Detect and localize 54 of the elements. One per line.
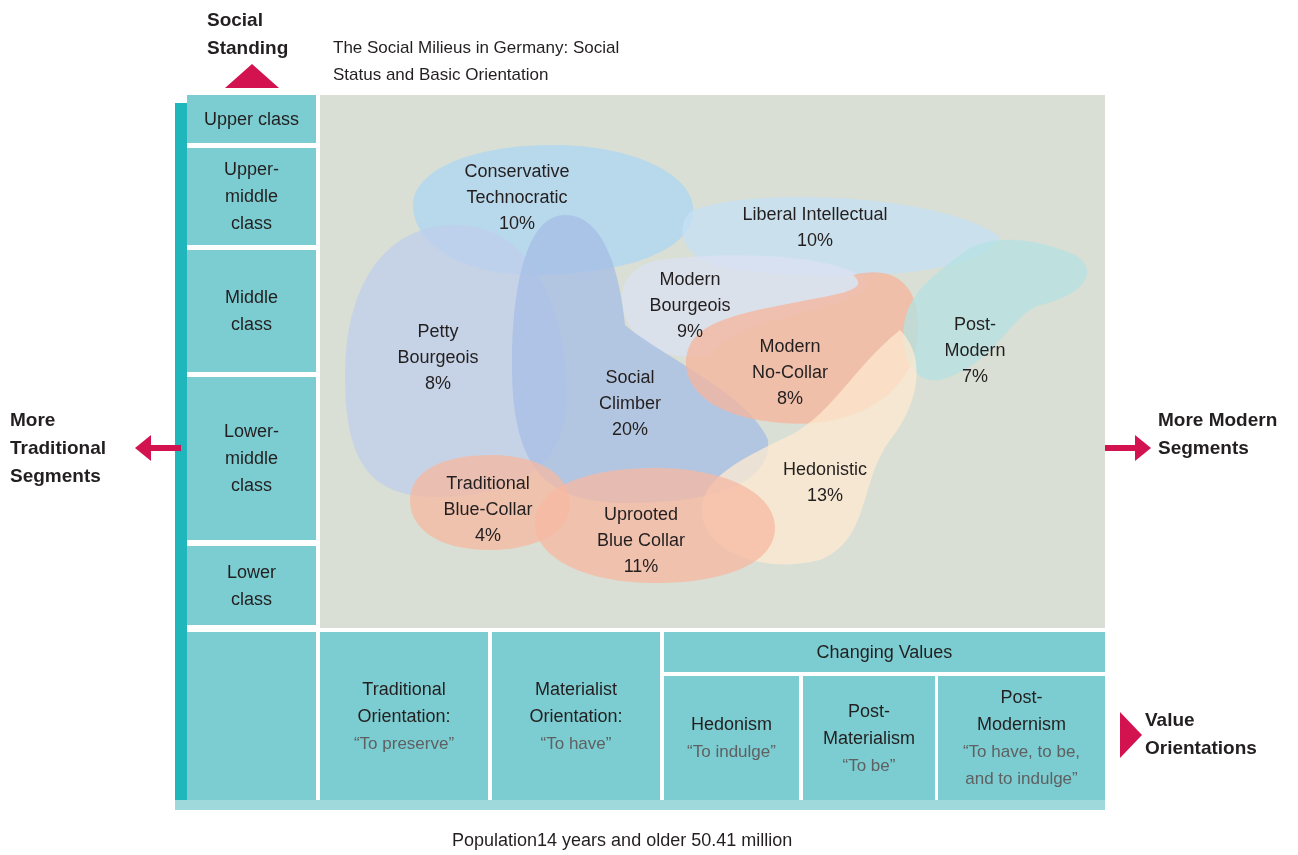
share-value: 8% <box>425 372 451 395</box>
class-panel <box>187 377 316 540</box>
share-value: 4% <box>475 524 501 547</box>
axis-label: More Modern Segments <box>1158 408 1279 460</box>
orientation-label: Hedonism <box>690 713 772 736</box>
milieu-label: Post-Modern <box>943 313 1007 362</box>
class-label: Upper-middle class <box>223 158 280 235</box>
orientation-panel <box>492 632 660 800</box>
share-value: 10% <box>499 212 535 235</box>
orientation-panel <box>664 676 799 800</box>
class-panel <box>187 250 316 372</box>
share-value: 20% <box>612 418 648 441</box>
class-label: Lower class <box>226 560 277 611</box>
share-value: 7% <box>962 365 988 388</box>
milieu-label: Conservative Technocratic <box>463 160 571 209</box>
orientation-label: Traditional Orientation: <box>356 677 452 728</box>
orientation-panel <box>803 676 935 800</box>
axis-label: More Traditional Segments <box>10 408 108 488</box>
share-value: 10% <box>797 229 833 252</box>
axis-label: Value Orientations <box>1145 708 1258 760</box>
class-panel <box>187 148 316 245</box>
orientation-panel <box>938 676 1105 800</box>
class-panel <box>187 95 316 143</box>
motto-text: “To have, to be, and to indulge” <box>961 741 1082 790</box>
milieu-label: Traditional Blue-Collar <box>442 472 534 521</box>
class-panel <box>187 546 316 625</box>
milieu-label: Petty Bourgeois <box>396 320 480 369</box>
orientation-label: Post-Modernism <box>976 686 1067 736</box>
diagram-caption: Population14 years and older 50.41 million <box>452 830 793 851</box>
class-label: Upper class <box>203 107 299 131</box>
empty-panel <box>187 632 316 800</box>
orientation-label: Materialist Orientation: <box>528 677 624 728</box>
share-value: 8% <box>777 387 803 410</box>
milieu-label: Social Climber <box>598 366 662 415</box>
class-label: Middle class <box>224 286 279 336</box>
motto-text: “To indulge” <box>687 741 776 763</box>
milieu-label: Modern Bourgeois <box>648 268 732 317</box>
motto-text: “To be” <box>842 754 896 777</box>
motto-text: “To have” <box>540 732 612 755</box>
milieu-label: Liberal Intellectual <box>742 203 888 226</box>
milieu-label: Hedonistic <box>782 458 867 481</box>
diagram-title: The Social Milieus in Germany: Social Status and Basic Orientation <box>333 37 621 86</box>
motto-text: “To preserve” <box>353 732 455 755</box>
milieu-label: Uprooted Blue Collar <box>595 503 686 552</box>
class-label: Lower-middle class <box>223 420 280 497</box>
orientation-label: Post-Materialism <box>822 699 916 750</box>
milieu-label: Modern No-Collar <box>751 335 829 384</box>
orientation-panel <box>320 632 488 800</box>
share-value: 13% <box>807 484 843 507</box>
orientation-panel <box>664 632 1105 672</box>
axis-label: Social Standing <box>207 8 290 60</box>
orientation-label: Changing Values <box>816 640 953 664</box>
share-value: 9% <box>677 320 703 343</box>
share-value: 11% <box>623 555 659 578</box>
